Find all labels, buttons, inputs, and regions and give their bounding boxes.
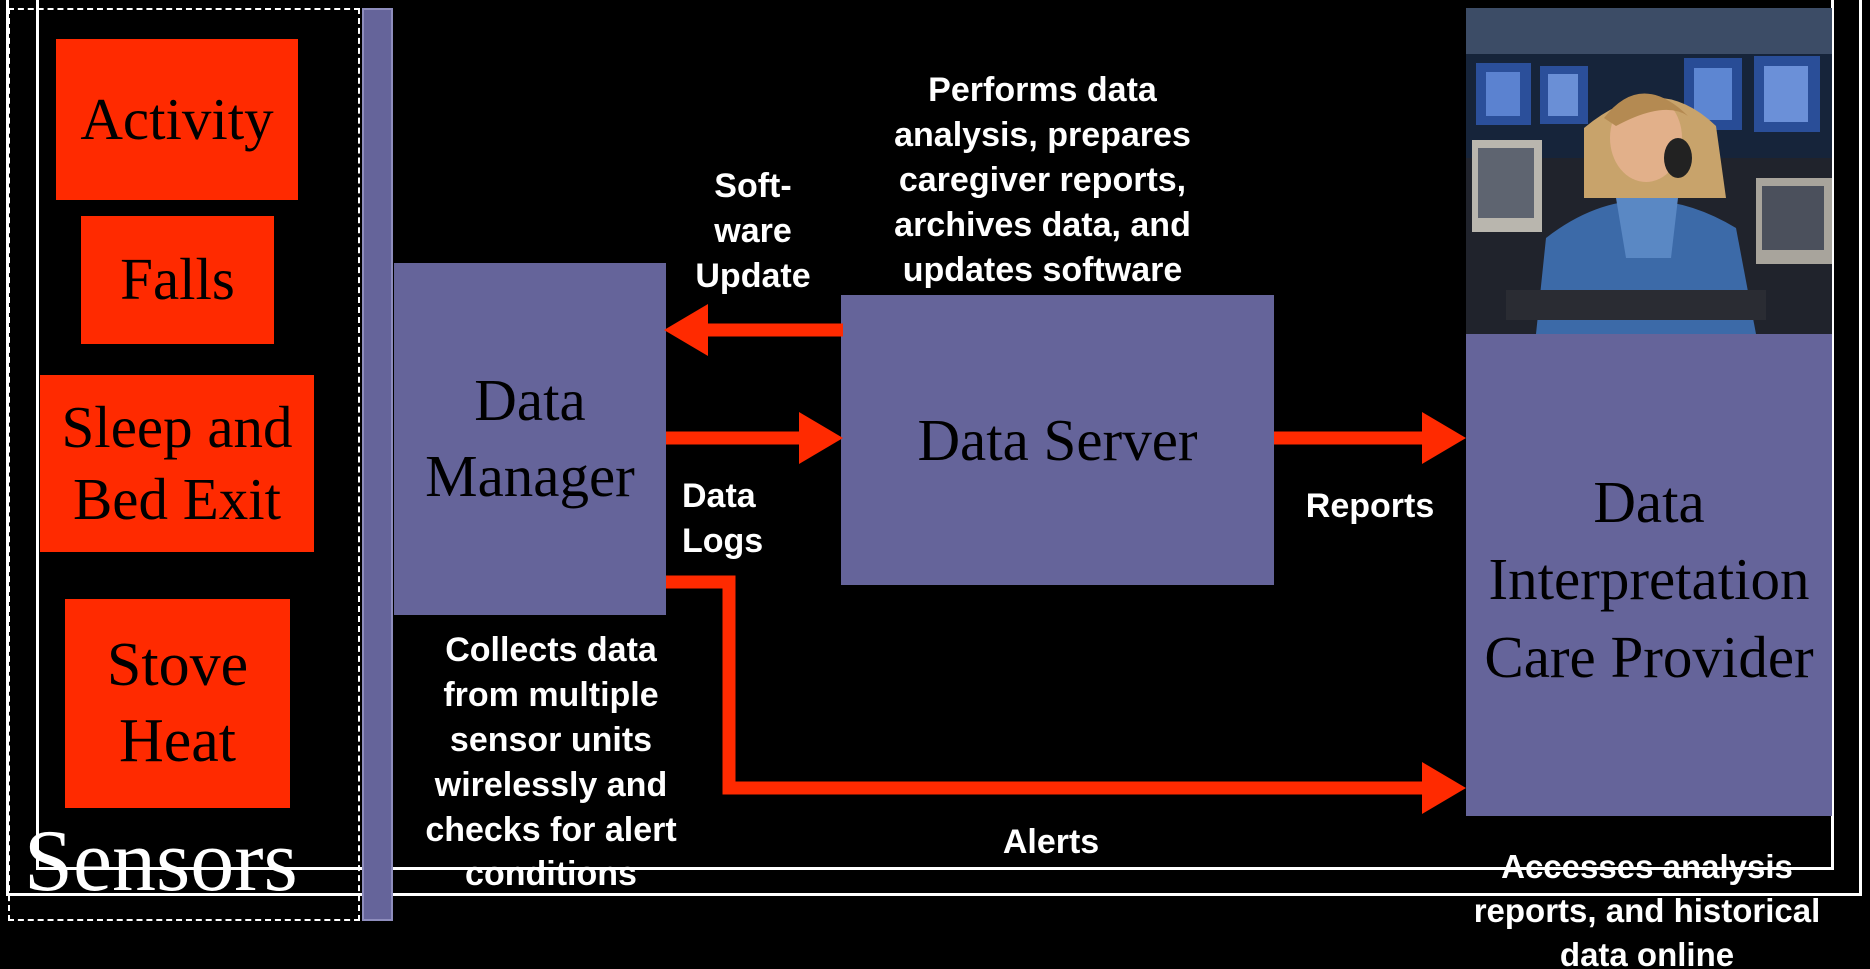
data-manager-label: Data Manager <box>425 367 635 509</box>
care-provider-description: Accesses analysis reports, and historica… <box>1473 848 1821 969</box>
outer-frame <box>6 0 1862 896</box>
sensor-sleep-bed-exit: Sleep and Bed Exit <box>40 375 314 552</box>
reports-label: Reports <box>1305 487 1435 525</box>
care-provider-label: Data Interpretation Care Provider <box>1484 469 1814 690</box>
software-update-label: Soft- ware Update <box>695 167 811 295</box>
data-manager-box: Data Manager <box>394 263 666 615</box>
data-server-label: Data Server <box>917 407 1198 473</box>
data-server-box: Data Server <box>841 295 1274 585</box>
sensor-falls: Falls <box>81 216 274 344</box>
sensors-group-label: Sensors <box>24 813 298 910</box>
data-manager-description: Collects data from multiple sensor units… <box>425 631 677 894</box>
sensor-bus-bar <box>362 8 393 921</box>
operator-photo-image <box>1466 8 1832 334</box>
sensor-stove-heat: Stove Heat <box>65 599 290 808</box>
data-logs-label: Data Logs <box>682 477 764 560</box>
data-server-description: Performs data analysis, prepares caregiv… <box>894 71 1191 289</box>
inner-frame <box>36 0 1834 870</box>
sensors-group-border <box>8 8 360 921</box>
care-provider-box: Data Interpretation Care Provider <box>1466 334 1832 816</box>
alerts-label: Alerts <box>1002 823 1100 861</box>
care-provider-photo <box>1466 8 1832 334</box>
sensor-activity: Activity <box>56 39 298 200</box>
